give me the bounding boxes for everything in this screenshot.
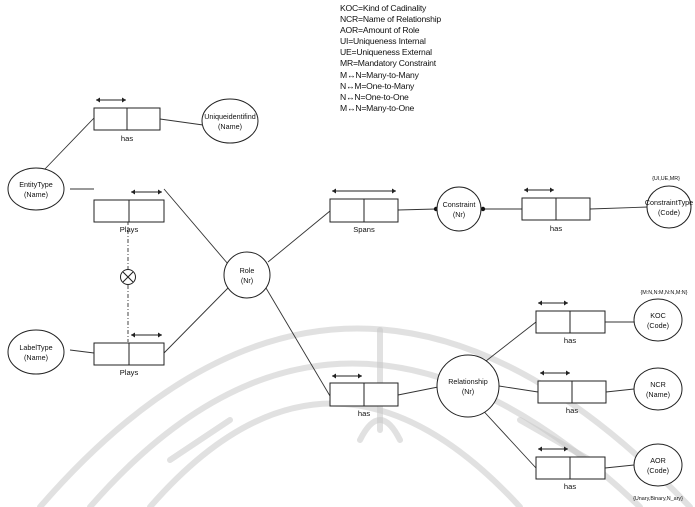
legend-item: KOC=Kind of Cadinality — [340, 3, 427, 13]
entity-name: Role — [240, 266, 255, 275]
legend-item: UI=Uniqueness Internal — [340, 36, 426, 47]
fact-has-constraint[interactable]: has — [521, 187, 591, 234]
entity-name: NCR — [650, 380, 666, 389]
entity-name: Relationship — [448, 377, 488, 386]
fact-plays-lower[interactable]: Plays — [93, 332, 165, 378]
legend-item: MR=Mandatory Constraint — [340, 58, 436, 69]
entity-ref: (Code) — [647, 321, 669, 330]
entity-role[interactable]: Role (Nr) — [223, 251, 271, 299]
entity-relationship[interactable]: Relationship (Nr) — [436, 354, 500, 418]
entity-entitytype[interactable]: EntityType (Name) — [7, 167, 65, 211]
fact-has-ncr[interactable]: has — [537, 370, 607, 416]
legend-item: M↔N=Many-to-One — [340, 102, 415, 113]
entity-ref: (Name) — [24, 353, 48, 362]
fact-label: has — [550, 224, 562, 233]
fact-label: Plays — [120, 225, 139, 234]
entity-ncr[interactable]: NCR (Name) — [633, 367, 683, 411]
legend-item: N↔M=One-to-Many — [340, 80, 415, 91]
entity-ref: (Name) — [24, 190, 48, 199]
entity-ref: (Nr) — [462, 387, 474, 396]
fact-label: has — [564, 482, 576, 491]
legend-item: M↔N=Many-to-Many — [340, 69, 419, 80]
entity-ref: (Nr) — [241, 276, 253, 285]
entity-constraint[interactable]: Constraint (Nr) — [436, 186, 482, 232]
fact-label: Spans — [353, 225, 375, 234]
exclusion-constraint-icon — [120, 269, 136, 285]
entity-name: ConstraintType — [645, 198, 693, 207]
legend-item: UE=Uniqueness External — [340, 47, 432, 58]
entity-name: EntityType — [19, 180, 53, 189]
entity-labeltype[interactable]: LabelType (Name) — [7, 329, 65, 375]
connectors — [43, 117, 649, 469]
fact-has-aor[interactable]: has — [535, 446, 606, 492]
entity-ref: (Name) — [218, 122, 242, 131]
legend-item: NCR=Name of Relationship — [340, 14, 441, 25]
fact-label: Plays — [120, 368, 139, 377]
fact-label: has — [121, 134, 133, 143]
fact-label: has — [566, 406, 578, 415]
fact-label: has — [358, 409, 370, 418]
entity-koc[interactable]: KOC (Code) — [633, 298, 683, 342]
entity-name: LabelType — [19, 343, 52, 352]
fact-spans[interactable]: Spans — [329, 188, 399, 235]
entity-ref: (Code) — [658, 208, 680, 217]
fact-label: has — [564, 336, 576, 345]
entity-name: KOC — [650, 311, 666, 320]
fact-has-koc[interactable]: has — [535, 300, 606, 346]
entity-uniqueidentifind[interactable]: Uniqueidentifind (Name) — [201, 98, 259, 144]
entity-ref: (Code) — [647, 466, 669, 475]
entity-name: AOR — [650, 456, 666, 465]
entity-aor[interactable]: AOR (Code) — [633, 443, 683, 487]
entity-ref: (Nr) — [453, 210, 465, 219]
legend-item: AOR=Amount of Role — [340, 25, 420, 36]
koc-values: {M:N,N:M,N:N,M:N} — [640, 290, 687, 296]
entity-constrainttype[interactable]: ConstraintType (Code) — [645, 185, 693, 229]
entity-name: Uniqueidentifind — [204, 112, 256, 121]
fact-has-top[interactable]: has — [93, 97, 161, 144]
legend-item: N↔N=One-to-One — [340, 91, 409, 102]
fact-has-role-relationship[interactable]: has — [329, 373, 399, 419]
constraint-type-values: {UI,UE,MR} — [652, 176, 680, 182]
fact-plays-upper[interactable]: Plays — [93, 189, 165, 235]
legend: KOC=Kind of Cadinality NCR=Name of Relat… — [340, 3, 441, 114]
aor-values: {Unary,Binary,N_ary} — [633, 496, 683, 502]
entity-ref: (Name) — [646, 390, 670, 399]
entity-name: Constraint — [443, 200, 476, 209]
